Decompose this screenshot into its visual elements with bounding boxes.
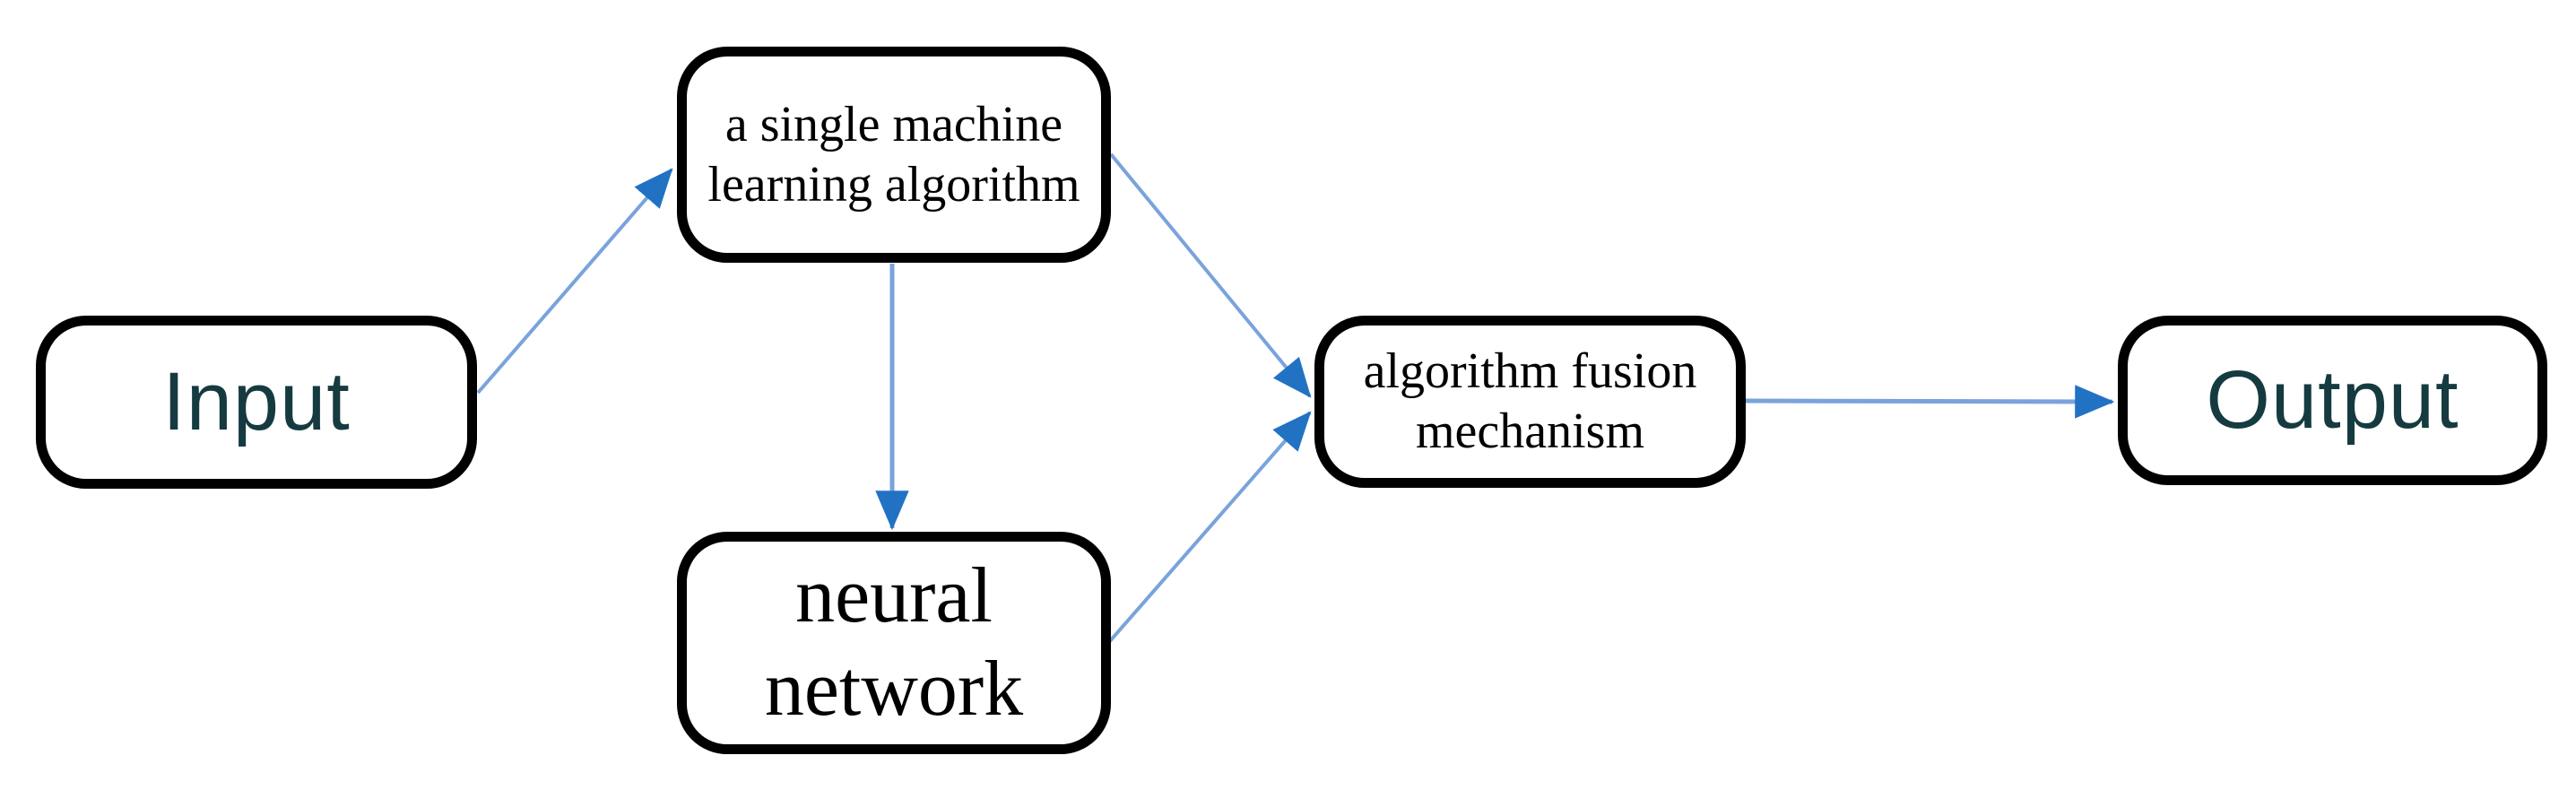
- node-fusion-label: algorithm fusion mechanism: [1363, 343, 1697, 459]
- edge-fusion-to-output: [1745, 385, 2115, 419]
- node-output: Output: [2118, 316, 2547, 485]
- node-ml-label: a single machine learning algorithm: [707, 97, 1080, 213]
- node-input-label: Input: [162, 356, 351, 447]
- node-output-label: Output: [2206, 354, 2459, 446]
- edge-ml-to-fusion: [1109, 152, 1312, 398]
- node-single-machine-learning-algorithm: a single machine learning algorithm: [677, 47, 1111, 263]
- edge-input-to-ml: [476, 168, 673, 395]
- node-neural-network: neural network: [677, 532, 1111, 754]
- edge-neural-to-fusion: [1107, 411, 1312, 644]
- node-input: Input: [36, 316, 477, 489]
- node-algorithm-fusion-mechanism: algorithm fusion mechanism: [1314, 316, 1746, 488]
- node-neural-label: neural network: [764, 552, 1024, 733]
